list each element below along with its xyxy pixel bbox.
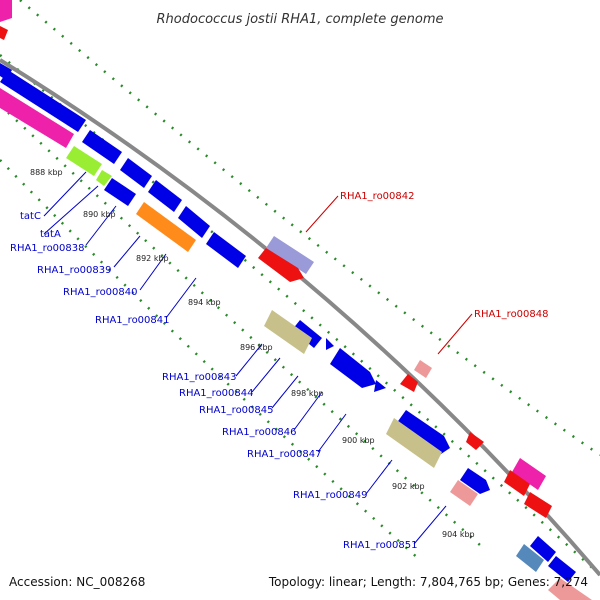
feature-red-topleft [0,26,8,40]
gene-label[interactable]: RHA1_ro00844 [179,388,254,399]
gene-blue-arrow [530,536,556,562]
tick-label: 898 kbp [291,389,324,398]
gene-label[interactable]: RHA1_ro00840 [63,287,138,298]
tick-label: 904 kbp [442,530,475,539]
gene-label[interactable]: RHA1_ro00846 [222,427,297,438]
reverse-strand-features [0,88,592,600]
map-title: Rhodococcus jostii RHA1, complete genome [157,12,444,27]
topology-text: Topology: linear; Length: 7,804,765 bp; … [268,575,588,589]
gene-red-ro00848 [400,374,418,392]
outer-features [258,236,552,518]
gene-label[interactable]: RHA1_ro00845 [199,405,274,416]
gene-red-small [466,432,484,450]
gene-label[interactable]: RHA1_ro00848 [474,309,549,320]
forward-strand-features [0,63,576,582]
gene-blue-ro00838 [104,178,136,206]
feature-magenta-topleft [0,0,12,22]
gene-magenta-right [512,458,546,490]
gene-blue-small-triangle [374,380,386,392]
gene-pink-bottomright [548,578,592,600]
gene-pink-ro00849 [450,480,478,506]
gene-green-tatc [66,146,102,176]
gene-label[interactable]: RHA1_ro00839 [37,265,112,276]
gene-blue-arrow [460,468,490,494]
gene-blue-small-triangle [326,338,334,350]
gene-blue-arrow [292,320,322,348]
gene-label[interactable]: RHA1_ro00851 [343,540,418,551]
gene-blue-arrow [0,63,12,80]
leader-lines [43,171,447,545]
red-leader-lines [305,195,473,355]
gene-blue-arrow [82,130,122,164]
tick-label: 894 kbp [188,298,221,307]
gene-pink-ro00848 [414,360,432,378]
gene-red-right [524,492,552,518]
gene-blue-arrow [178,206,210,238]
dotted-tracks [0,0,600,576]
gene-blue-arrow [0,70,86,132]
gene-label[interactable]: RHA1_ro00842 [340,191,415,202]
outer-dotted-track-top [19,0,600,457]
gene-magenta [0,88,74,148]
gene-labels-left: tatC tatA RHA1_ro00838 RHA1_ro00839 RHA1… [10,211,418,551]
gene-green-tata [96,170,112,186]
gene-label[interactable]: RHA1_ro00838 [10,243,85,254]
accession-text: Accession: NC_008268 [9,575,145,589]
gene-khaki-ro00847 [386,418,442,468]
gene-steel [516,544,544,572]
tick-label: 888 kbp [30,168,63,177]
gene-khaki-ro00843 [264,310,312,354]
gene-red-right [504,470,530,496]
tick-label: 896 kbp [240,343,273,352]
tick-label: 900 kbp [342,436,375,445]
gene-blue-arrow [206,232,246,268]
gene-label[interactable]: RHA1_ro00847 [247,449,322,460]
tick-label: 890 kbp [83,210,116,219]
gene-blue-arrow [330,348,376,388]
gene-lavender-ro00842 [266,236,314,274]
gene-label[interactable]: RHA1_ro00841 [95,315,170,326]
gene-labels-right: RHA1_ro00842 RHA1_ro00848 [340,191,549,320]
gene-blue-arrow [548,556,576,582]
gene-label[interactable]: tatA [40,229,61,240]
gene-label[interactable]: tatC [20,211,41,222]
gene-label[interactable]: RHA1_ro00843 [162,372,237,383]
gene-blue-arrow [120,158,152,188]
kbp-ticks: 888 kbp 890 kbp 892 kbp 894 kbp 896 kbp … [30,168,475,539]
gene-red-ro00842 [258,248,304,282]
gene-orange-ro00839 [136,202,196,252]
gene-blue-arrow [396,410,450,456]
gene-label[interactable]: RHA1_ro00849 [293,490,368,501]
gene-blue-arrow [148,180,182,212]
tick-label: 902 kbp [392,482,425,491]
inner-dotted-track-bottom [0,104,481,546]
tick-label: 892 kbp [136,254,169,263]
inner-dotted-track-top [0,54,600,576]
